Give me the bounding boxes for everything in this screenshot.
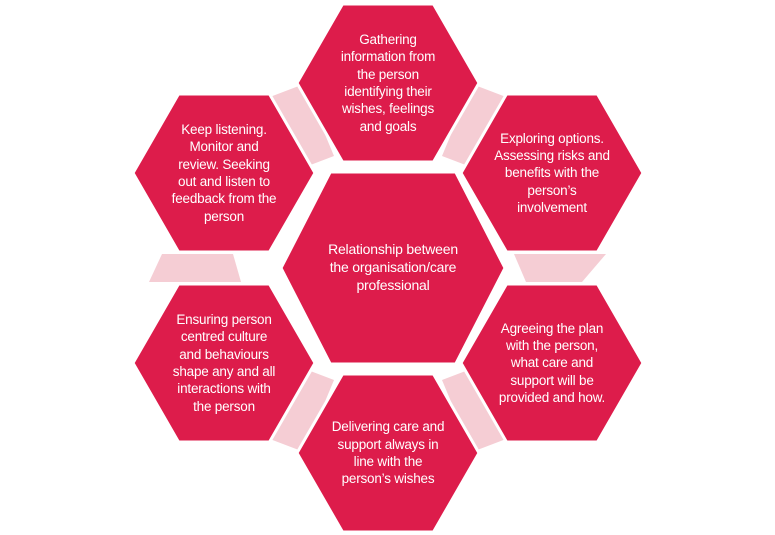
hexagon-center xyxy=(279,170,507,366)
hexagon-bottom-right xyxy=(459,282,645,444)
hexagon-top xyxy=(295,2,481,164)
hexagon-top-right xyxy=(459,92,645,254)
hexagon-top-left xyxy=(131,92,317,254)
connector-group xyxy=(149,84,606,452)
hexagon-group xyxy=(131,2,645,534)
connector-right-side xyxy=(514,254,606,282)
connector-bottom-bottomright xyxy=(442,364,514,452)
connector-left-side xyxy=(149,254,241,282)
connector-top-topright xyxy=(442,84,514,172)
hexagon-bottom xyxy=(295,372,481,534)
connector-bottomleft-bottom xyxy=(262,364,334,452)
connector-topleft-top xyxy=(262,84,334,172)
hexagon-bottom-left xyxy=(131,282,317,444)
